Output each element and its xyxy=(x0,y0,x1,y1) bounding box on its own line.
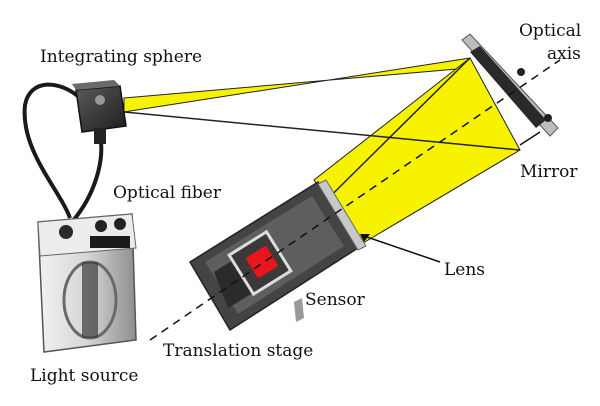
label-optical-fiber: Optical fiber xyxy=(113,183,221,203)
chief-ray xyxy=(123,111,521,151)
integrating-sphere-device xyxy=(72,80,127,144)
label-lens: Lens xyxy=(444,260,486,280)
label-light-source: Light source xyxy=(30,366,139,386)
optical-axis-line xyxy=(149,59,561,341)
label-integrating-sphere: Integrating sphere xyxy=(40,47,203,67)
optical-fiber-cable xyxy=(22,82,82,219)
lens-pointer xyxy=(363,235,441,263)
light-source-device xyxy=(37,213,137,353)
label-optical-axis-2: axis xyxy=(547,44,581,64)
label-sensor: Sensor xyxy=(305,290,365,310)
label-translation-stage: Translation stage xyxy=(163,341,314,361)
label-mirror: Mirror xyxy=(520,162,578,182)
label-optical-axis-1: Optical xyxy=(519,21,582,41)
sensor-chip xyxy=(246,246,278,278)
mirror-mount xyxy=(461,33,559,146)
optical-fiber-cable-lower xyxy=(70,134,104,224)
lens-element xyxy=(317,179,367,251)
